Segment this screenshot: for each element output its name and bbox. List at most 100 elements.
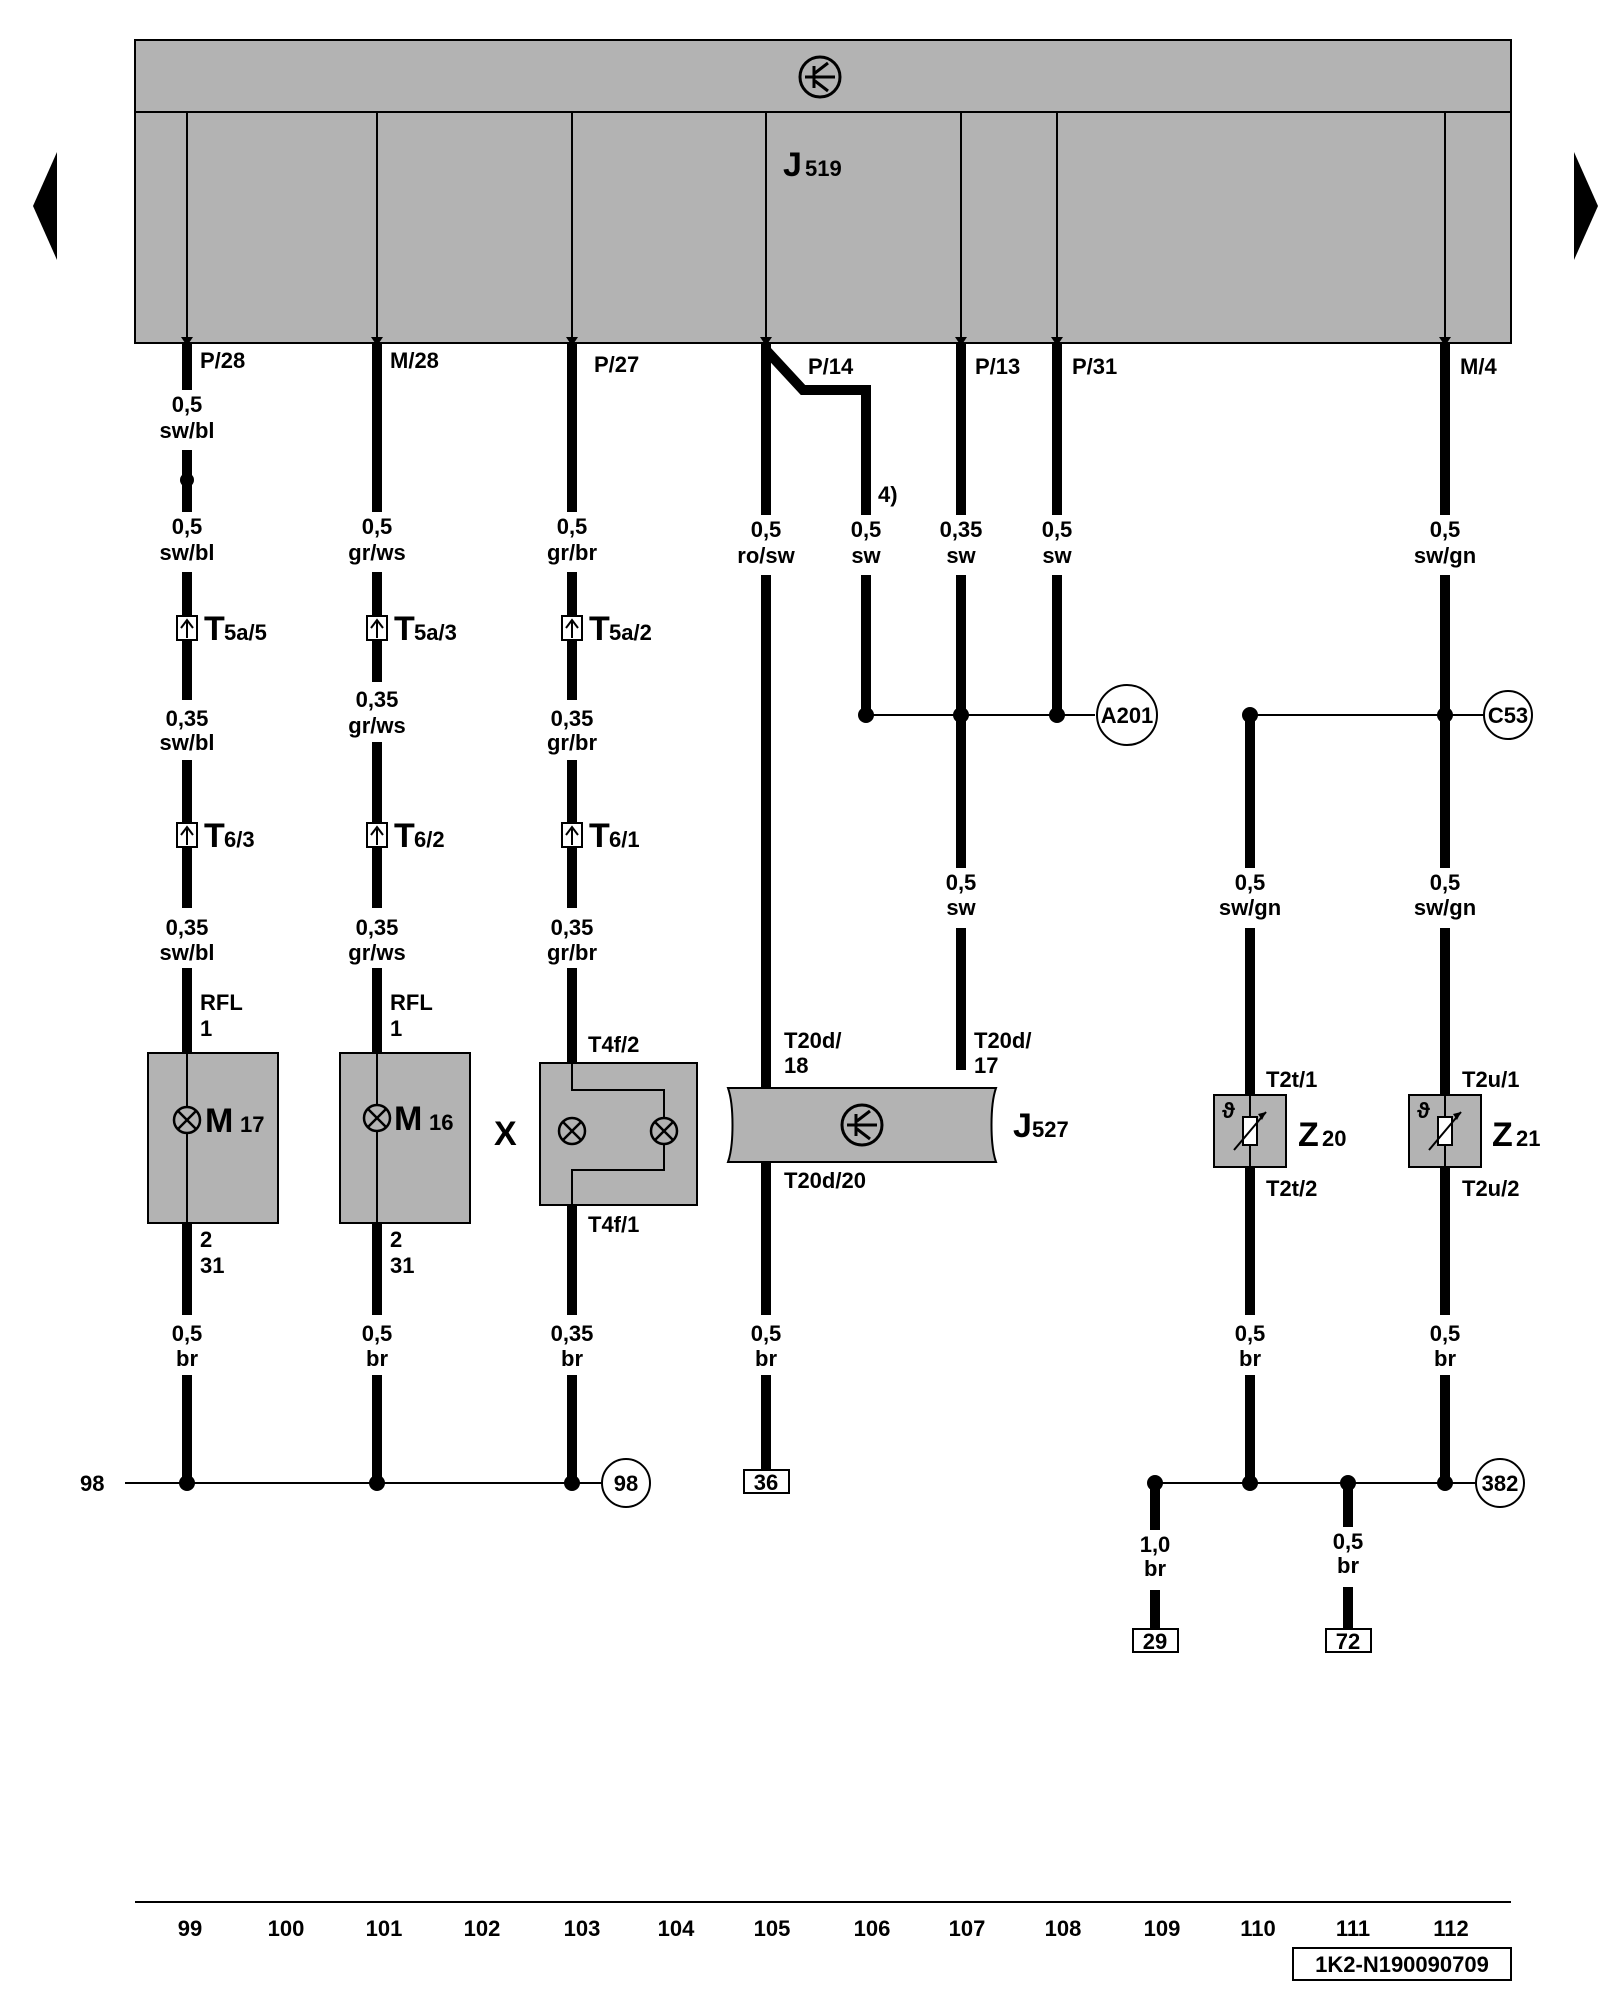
wire-size: 0,5	[1430, 1321, 1461, 1346]
wire-size: 0,35	[166, 915, 209, 940]
wire-color: br	[755, 1346, 777, 1371]
scale-number: 109	[1144, 1916, 1181, 1941]
pin-label: 18	[784, 1053, 808, 1078]
component-m16: M 16	[339, 1030, 471, 1240]
wire-size: 0,5	[1430, 870, 1461, 895]
wire-color: sw/bl	[159, 730, 214, 755]
wire-color: sw/gn	[1219, 895, 1281, 920]
x-letter: X	[494, 1115, 517, 1153]
wire-size: 0,35	[551, 1321, 594, 1346]
wire-color: sw	[851, 543, 881, 568]
pin-label: 31	[390, 1253, 414, 1278]
ref-36[interactable]: 36	[743, 1469, 790, 1495]
ref-c53[interactable]: C53	[1483, 690, 1533, 740]
scale-number: 105	[754, 1916, 791, 1941]
wire-color: gr/br	[547, 540, 598, 565]
bulb-icon	[172, 1105, 202, 1135]
wire-size: 0,5	[557, 514, 588, 539]
m17-sub: 17	[240, 1112, 264, 1137]
wire-size: 0,5	[1333, 1529, 1364, 1554]
wire-color: ro/sw	[737, 543, 795, 568]
footnote-marker: 4)	[878, 482, 898, 507]
pin-label: T4f/2	[588, 1032, 639, 1057]
ref-29[interactable]: 29	[1132, 1628, 1179, 1654]
scale-number: 112	[1433, 1916, 1469, 1941]
ref-36-label: 36	[754, 1470, 778, 1495]
wire-size: 0,5	[751, 1321, 782, 1346]
pin-label: P/31	[1072, 354, 1117, 379]
previous-page-arrow-icon[interactable]	[33, 152, 57, 260]
wire-color: sw/gn	[1414, 895, 1476, 920]
next-page-arrow-icon[interactable]	[1574, 152, 1598, 260]
pin-label: 2	[200, 1227, 212, 1252]
component-z20: ϑ	[1213, 1075, 1287, 1185]
wire-color: gr/br	[547, 940, 598, 965]
pin-label: T20d/20	[784, 1168, 866, 1193]
pin-label: M/4	[1460, 354, 1497, 379]
scale-number: 102	[464, 1916, 501, 1941]
pin-label: T2u/1	[1462, 1067, 1519, 1092]
wire-color: gr/ws	[348, 540, 405, 565]
wire-size: 0,35	[356, 687, 399, 712]
wire-size: 0,5	[1235, 1321, 1266, 1346]
wire-size: 0,5	[851, 517, 882, 542]
connector-symbols	[176, 615, 583, 848]
pin-label: 17	[974, 1053, 998, 1078]
connector-t62-sub: 6/2	[414, 827, 445, 852]
scale-number: 101	[366, 1916, 403, 1941]
pin-label: 31	[200, 1253, 224, 1278]
pin-label: M/28	[390, 348, 439, 373]
wire-color: br	[176, 1346, 198, 1371]
z20-sub: 20	[1322, 1126, 1346, 1151]
diagram-id: 1K2-N190090709	[1315, 1952, 1489, 1977]
j519-letter: J	[783, 146, 802, 184]
wire-color: sw/bl	[159, 418, 214, 443]
m16-letter: M	[394, 1100, 422, 1138]
m16-sub: 16	[429, 1110, 453, 1135]
wire-color: sw/bl	[159, 940, 214, 965]
wire-color: sw	[946, 543, 976, 568]
scale-number: 103	[564, 1916, 601, 1941]
scale-number: 99	[178, 1916, 202, 1941]
wire-color: br	[1434, 1346, 1456, 1371]
ref-98-label: 98	[614, 1471, 638, 1496]
component-x	[539, 1040, 698, 1225]
bulb-icon	[362, 1103, 392, 1133]
scale-number: 110	[1240, 1916, 1276, 1941]
wire-color: gr/ws	[348, 940, 405, 965]
pin-label: T2u/2	[1462, 1176, 1519, 1201]
ref-382[interactable]: 382	[1475, 1458, 1525, 1508]
wire-color: sw/gn	[1414, 543, 1476, 568]
pin-label: T2t/1	[1266, 1067, 1317, 1092]
wire-color: br	[366, 1346, 388, 1371]
wire-size: 0,5	[172, 514, 203, 539]
control-unit-j519: J 519	[134, 39, 1512, 344]
ref-a201[interactable]: A201	[1096, 684, 1158, 746]
ref-98[interactable]: 98	[601, 1458, 651, 1508]
ref-72[interactable]: 72	[1325, 1628, 1372, 1654]
connector-t63-letter: T	[204, 817, 225, 855]
wire-size: 0,5	[751, 517, 782, 542]
ref-29-label: 29	[1143, 1629, 1167, 1654]
pin-label: T4f/1	[588, 1212, 639, 1237]
wire-color: sw/bl	[159, 540, 214, 565]
wire-size: 0,35	[940, 517, 983, 542]
heater-thermistor-icon: ϑ	[1417, 1098, 1462, 1151]
ref-72-label: 72	[1336, 1629, 1360, 1654]
pin-label: 2	[390, 1227, 402, 1252]
component-m17: M 17	[147, 1030, 279, 1240]
wire-color: br	[1144, 1556, 1166, 1581]
electronics-symbol-icon	[840, 1103, 884, 1147]
heater-thermistor-icon: ϑ	[1222, 1098, 1267, 1151]
wire-color: gr/br	[547, 730, 598, 755]
wire-size: 0,5	[172, 392, 203, 417]
connector-t5a2-letter: T	[589, 610, 610, 648]
ref-98-left: 98	[80, 1471, 104, 1496]
connector-t5a2-sub: 5a/2	[609, 620, 652, 645]
j527-number: 527	[1032, 1117, 1069, 1142]
svg-text:ϑ: ϑ	[1222, 1098, 1235, 1123]
pin-label: P/27	[594, 352, 639, 377]
pin-label: T20d/	[974, 1028, 1031, 1053]
wire-color: br	[561, 1346, 583, 1371]
z21-sub: 21	[1516, 1126, 1540, 1151]
